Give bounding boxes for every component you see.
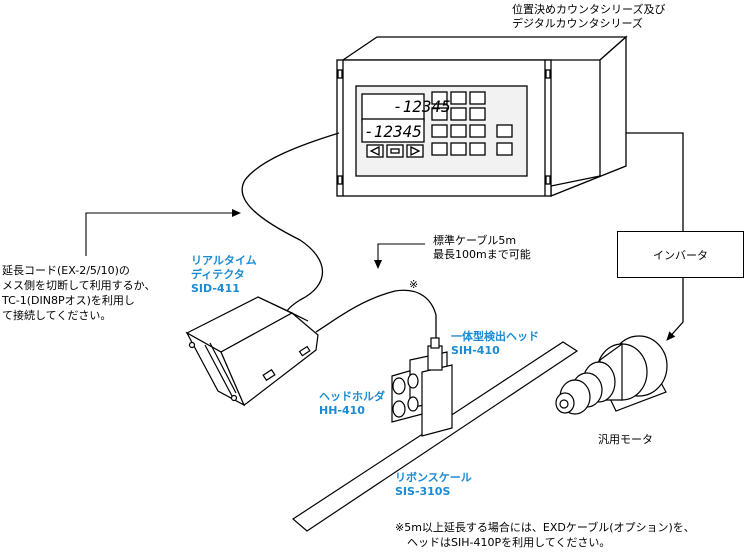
- detector-illustration: [185, 296, 319, 407]
- inverter-label: インバータ: [653, 248, 708, 262]
- integrated-head-label: 一体型検出ヘッド SIH-410: [451, 330, 539, 357]
- counter-readout-2: -12345: [364, 122, 422, 141]
- pointer-arrows: [85, 209, 425, 269]
- footnote: ※5m以上延長する場合には、EXDケーブル(オプション)を、 ヘッドはSIH-4…: [395, 521, 695, 549]
- motor-illustration: [555, 335, 668, 415]
- ribbon-scale-label: リボンスケール SIS-310S: [395, 471, 472, 498]
- cables: [241, 132, 684, 345]
- counter-unit-illustration: [336, 35, 628, 197]
- counter-title: 位置決めカウンタシリーズ及び デジタルカウンタシリーズ: [512, 3, 666, 30]
- detector-label: リアルタイム ディテクタ SID-411: [191, 254, 257, 295]
- asterisk-mark: ※: [409, 278, 419, 291]
- head-holder-illustration: [391, 337, 453, 437]
- counter-readout-1: -12345: [393, 97, 451, 116]
- extension-cord-note: 延長コード(EX-2/5/10)の メス側を切断して利用するか、 TC-1(DI…: [2, 264, 156, 322]
- head-holder-label: ヘッドホルダ HH-410: [319, 390, 385, 417]
- inverter-box: インバータ: [617, 231, 744, 278]
- motor-label: 汎用モータ: [598, 433, 653, 446]
- ribbon-scale-illustration: [292, 341, 579, 532]
- cable-length-note: 標準ケーブル5m 最長100mまで可能: [433, 234, 531, 261]
